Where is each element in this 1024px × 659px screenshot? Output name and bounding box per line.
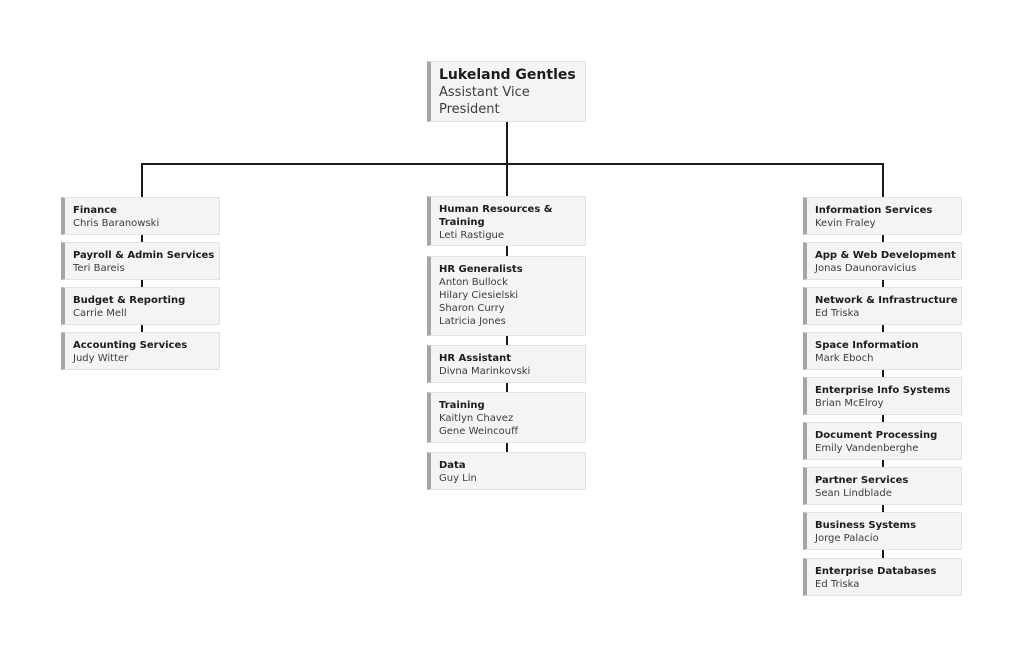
node-person: Teri Bareis: [73, 263, 125, 274]
org-node-partner-services[interactable]: Partner Services Sean Lindblade: [803, 467, 962, 505]
node-person: Carrie Mell: [73, 308, 127, 319]
node-title: Business Systems: [815, 520, 917, 531]
node-person: Divna Marinkovski: [439, 366, 531, 377]
node-title: Human Resources & Training: [439, 204, 553, 228]
connector-horizontal: [141, 163, 884, 165]
org-node-payroll-admin[interactable]: Payroll & Admin Services Teri Bareis: [61, 242, 220, 280]
connector-top-down: [506, 122, 508, 164]
org-node-budget-reporting[interactable]: Budget & Reporting Carrie Mell: [61, 287, 220, 325]
node-title: Network & Infrastructure: [815, 295, 958, 306]
node-person: Hilary Ciesielski: [439, 290, 519, 301]
node-title: Finance: [73, 205, 117, 216]
node-title: HR Generalists: [439, 264, 523, 275]
node-person: Mark Eboch: [815, 353, 874, 364]
node-person: Anton Bullock: [439, 277, 508, 288]
node-title: Budget & Reporting: [73, 295, 186, 306]
node-subtitle: Assistant Vice President: [439, 85, 530, 117]
node-title: Accounting Services: [73, 340, 188, 351]
org-node-business-systems[interactable]: Business Systems Jorge Palacio: [803, 512, 962, 550]
org-node-enterprise-databases[interactable]: Enterprise Databases Ed Triska: [803, 558, 962, 596]
connector-right-drop: [882, 163, 884, 197]
org-node-app-web-development[interactable]: App & Web Development Jonas Daunoraviciu…: [803, 242, 962, 280]
node-person: Sharon Curry: [439, 303, 505, 314]
node-person: Chris Baranowski: [73, 218, 160, 229]
org-node-accounting-services[interactable]: Accounting Services Judy Witter: [61, 332, 220, 370]
connector-left-column: [141, 235, 143, 335]
node-title: App & Web Development: [815, 250, 956, 261]
node-person: Ed Triska: [815, 308, 860, 319]
node-title: Space Information: [815, 340, 919, 351]
node-title: HR Assistant: [439, 353, 512, 364]
node-person: Ed Triska: [815, 579, 860, 590]
node-person: Leti Rastigue: [439, 230, 505, 241]
org-node-hr-assistant[interactable]: HR Assistant Divna Marinkovski: [427, 345, 586, 383]
org-node-hr-generalists[interactable]: HR Generalists Anton Bullock Hilary Cies…: [427, 256, 586, 336]
node-person: Judy Witter: [73, 353, 129, 364]
node-title: Partner Services: [815, 475, 909, 486]
org-node-hr-training[interactable]: Human Resources & Training Leti Rastigue: [427, 196, 586, 246]
node-title: Training: [439, 400, 485, 411]
org-node-information-services[interactable]: Information Services Kevin Fraley: [803, 197, 962, 235]
org-node-network-infrastructure[interactable]: Network & Infrastructure Ed Triska: [803, 287, 962, 325]
node-title: Data: [439, 460, 466, 471]
node-title: Document Processing: [815, 430, 938, 441]
node-title: Enterprise Databases: [815, 566, 937, 577]
org-node-enterprise-info-systems[interactable]: Enterprise Info Systems Brian McElroy: [803, 377, 962, 415]
node-person: Jonas Daunoravicius: [815, 263, 917, 274]
node-title: Information Services: [815, 205, 933, 216]
node-title: Enterprise Info Systems: [815, 385, 951, 396]
node-title: Payroll & Admin Services: [73, 250, 215, 261]
org-node-data[interactable]: Data Guy Lin: [427, 452, 586, 490]
node-person: Brian McElroy: [815, 398, 884, 409]
node-person: Kaitlyn Chavez: [439, 413, 514, 424]
node-person: Emily Vandenberghe: [815, 443, 919, 454]
node-person: Gene Weincouff: [439, 426, 518, 437]
org-node-training[interactable]: Training Kaitlyn Chavez Gene Weincouff: [427, 392, 586, 443]
node-person: Kevin Fraley: [815, 218, 876, 229]
org-node-document-processing[interactable]: Document Processing Emily Vandenberghe: [803, 422, 962, 460]
org-node-top[interactable]: Lukeland Gentles Assistant Vice Presiden…: [427, 61, 586, 122]
org-node-space-information[interactable]: Space Information Mark Eboch: [803, 332, 962, 370]
connector-left-drop: [141, 163, 143, 197]
org-node-finance[interactable]: Finance Chris Baranowski: [61, 197, 220, 235]
node-person: Guy Lin: [439, 473, 477, 484]
node-person: Latricia Jones: [439, 316, 506, 327]
connector-middle-drop: [506, 163, 508, 196]
node-person: Sean Lindblade: [815, 488, 892, 499]
node-person: Jorge Palacio: [815, 533, 879, 544]
node-title: Lukeland Gentles: [439, 67, 576, 83]
